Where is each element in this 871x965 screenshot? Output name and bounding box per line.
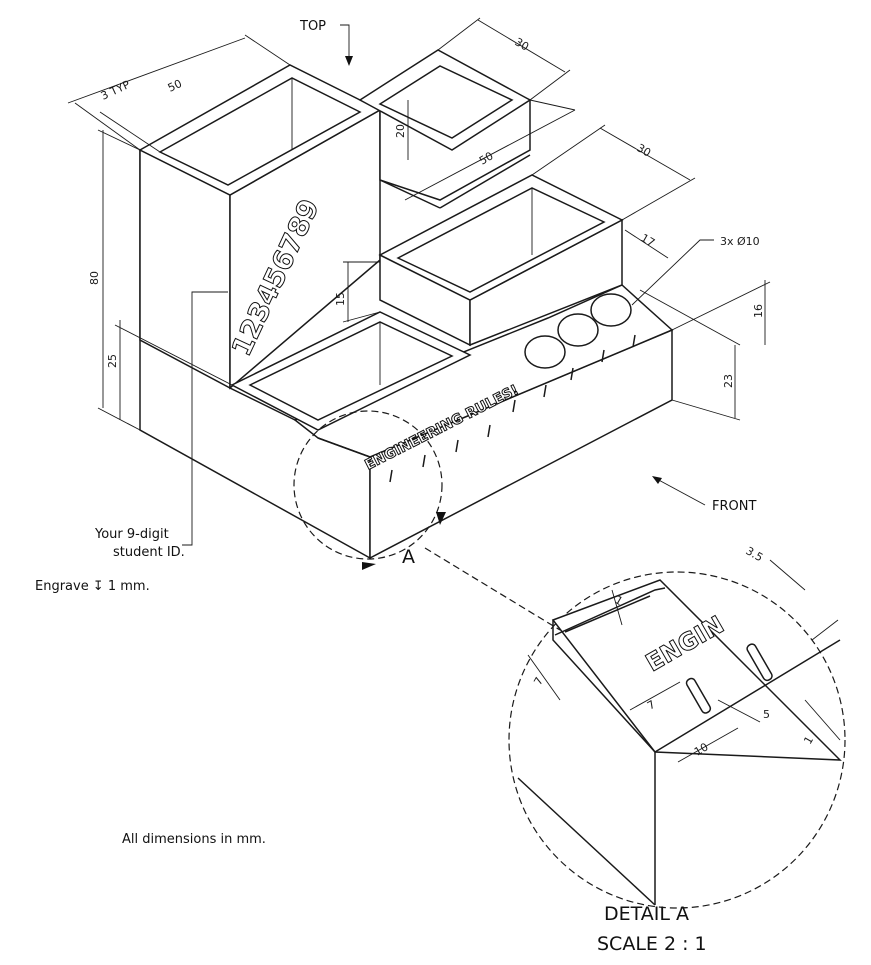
detail-ref-label: A — [402, 546, 415, 568]
dim-50-top: 50 — [166, 77, 184, 95]
detail-slot-2 — [746, 643, 773, 682]
detail-circle-small — [293, 410, 443, 560]
detail-circle-large — [508, 571, 846, 909]
hole-1 — [524, 335, 566, 369]
detail-scale: SCALE 2 : 1 — [597, 933, 707, 955]
engrave-note: Engrave ↧ 1 mm. — [35, 579, 150, 594]
student-id-note-1: Your 9-digit — [94, 527, 169, 542]
student-id-note-2: student ID. — [113, 545, 185, 560]
top-label: TOP — [299, 19, 326, 34]
front-view-indicator: FRONT — [652, 476, 756, 514]
dim-23: 23 — [722, 374, 735, 388]
dim-50-mid: 50 — [477, 149, 496, 167]
dim-25: 25 — [106, 354, 119, 368]
dim-17: 17 — [639, 231, 658, 249]
dim-15: 15 — [334, 292, 347, 306]
dim-3-typ: 3 TYP — [99, 78, 133, 103]
low-box-top — [230, 311, 472, 431]
detail-a-callout: A — [293, 410, 561, 631]
detail-title: DETAIL A — [604, 903, 689, 925]
holes-callout: 3x Ø10 — [720, 235, 760, 248]
detail-a-view: ENGIN 3.5 1 7 7 5 10 1 DETAIL A SCALE 2 … — [508, 544, 846, 955]
organizer-part: 123456789 ENGINEERING RULES! — [138, 49, 674, 560]
hole-2 — [557, 313, 599, 347]
dim-80: 80 — [88, 271, 101, 285]
pen-slots — [389, 334, 636, 483]
dim-20: 20 — [394, 124, 407, 138]
dim-16: 16 — [752, 304, 765, 318]
dim-10: 10 — [692, 740, 711, 758]
dimension-lines: 3 TYP 50 80 25 30 20 50 30 17 — [67, 17, 771, 546]
units-note: All dimensions in mm. — [122, 832, 266, 847]
detail-ledge — [551, 579, 842, 761]
top-view-indicator: TOP — [299, 19, 353, 66]
hole-3 — [590, 293, 632, 327]
dim-30-back: 30 — [513, 35, 532, 53]
front-label: FRONT — [712, 499, 756, 514]
dim-3-5: 3.5 — [744, 544, 766, 564]
dim-30-front: 30 — [635, 141, 654, 159]
detail-slot-1 — [685, 677, 712, 714]
dim-5: 5 — [763, 708, 770, 721]
